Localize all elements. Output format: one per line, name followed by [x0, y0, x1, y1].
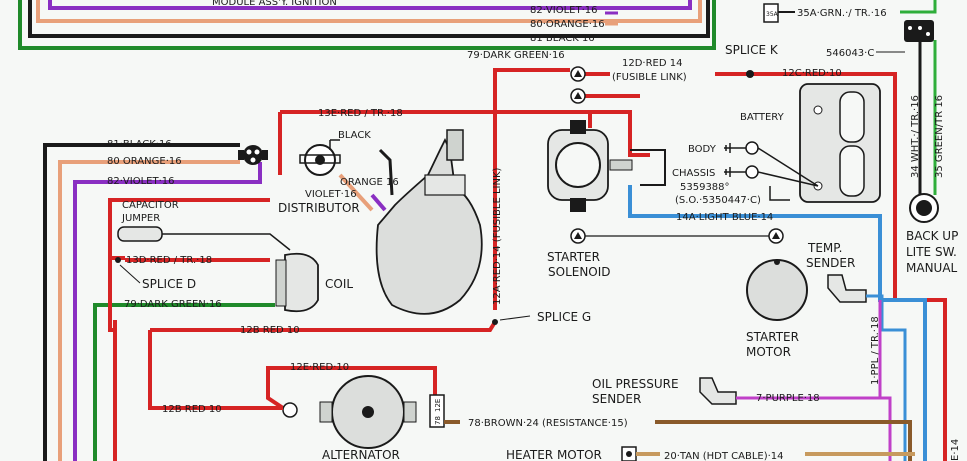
wire-81-black-left-label: 81·BLACK·16	[107, 139, 172, 150]
dark-green-wire-left	[93, 303, 275, 461]
connector-35a: 35A	[763, 0, 937, 23]
heater-motor-connector	[621, 446, 915, 461]
back-up-label: BACK UP	[906, 229, 958, 243]
red-wire-12a-vertical	[493, 68, 570, 310]
wire-35a-label: 35A·GRN.·/ TR.·16	[797, 8, 887, 19]
oil-pressure-label: OIL PRESSURE	[592, 377, 679, 391]
black-wire-label: BLACK	[338, 130, 371, 141]
engine-block	[375, 129, 483, 315]
ignition-coil	[275, 252, 319, 313]
wire-34-wht-label: 34 WHT.·/ TR.·16	[910, 95, 921, 178]
wire-14a-label: 14A·LIGHT BLUE·14	[676, 212, 773, 223]
connector-35a-box-label: 35A	[766, 11, 779, 18]
chassis-ground-label: CHASSIS	[672, 168, 715, 179]
red-wire-12c	[715, 72, 947, 461]
back-up-lite-switch	[904, 20, 939, 223]
brown-wire-78	[444, 420, 912, 461]
battery-red-wires	[113, 68, 947, 461]
wire-13e-label: 13E·RED / TR.·18	[318, 108, 403, 119]
wire-79-dark-green-left-label: 79·DARK GREEN·16	[124, 299, 222, 310]
splice-d-point	[115, 257, 121, 263]
lite-sw-label: LITE SW.	[906, 245, 957, 259]
splice-g-label: SPLICE G	[537, 310, 591, 324]
plug-78-label: 78	[434, 416, 442, 425]
orange-wire-top	[36, 0, 702, 23]
battery	[799, 83, 881, 203]
orange-wire-left	[58, 160, 240, 461]
wire-81-black-top-label: 81·BLACK·16	[530, 33, 595, 44]
part-so-label: (S.O.·5350447·C)	[675, 195, 761, 206]
sender-label: SENDER	[806, 256, 855, 270]
ignition-module-connector	[238, 145, 268, 165]
light-blue-wire-14a	[628, 185, 927, 461]
temp-label: TEMP.	[807, 241, 842, 255]
terminal-12b	[175, 402, 298, 418]
fusible-link-top-label: (FUSIBLE LINK)	[612, 72, 687, 83]
wire-78-brown-label: 78·BROWN·24 (RESISTANCE·15)	[468, 418, 628, 429]
wire-12d-label: 12D·RED 14	[622, 58, 682, 69]
distributor-label: DISTRIBUTOR	[278, 201, 360, 215]
violet-wire-top	[48, 0, 692, 10]
splice-d-label: SPLICE D	[142, 277, 196, 291]
part-546043c-label: 546043·C	[826, 48, 874, 59]
wire-35-green-label: 35 GREEN/TR 16	[934, 95, 945, 178]
part-5359388-label: 5359388°	[680, 182, 730, 193]
wire-80-orange-top-label: 80·ORANGE·16	[530, 19, 605, 30]
starter-motor	[746, 259, 808, 321]
heater-motor-label: HEATER MOTOR	[506, 448, 602, 461]
wire-20-tan-label: 20·TAN (HDT CABLE)·14	[664, 451, 784, 461]
black-wire-left	[43, 143, 240, 461]
plug-12e-label: 12E	[434, 399, 442, 412]
wire-12a-label: 12A·RED·14 (FUSIBLE LINK)	[492, 167, 503, 305]
wire-12c-label: 12C·RED·10	[782, 68, 842, 79]
black-wire-top	[28, 0, 710, 38]
solenoid-terminals	[570, 228, 784, 244]
temp-sender	[827, 274, 907, 461]
starter-solenoid	[547, 120, 666, 212]
alternator-label: ALTERNATOR	[322, 448, 400, 461]
wire-7-purple-label: 7·PURPLE·18	[756, 393, 820, 404]
wire-82-violet-left-label: 82·VIOLET·16	[107, 176, 174, 187]
top-harness-wires	[18, 0, 716, 50]
capacitor-jumper	[117, 226, 291, 251]
splice-k-fuse-terminals	[570, 66, 754, 104]
wire-82-violet-top-label: 82·VIOLET·16	[530, 5, 597, 16]
battery-label: BATTERY	[740, 112, 785, 123]
violet16-label: VIOLET·16	[305, 189, 357, 200]
violet-wire-left	[73, 162, 262, 461]
solenoid-label: SOLENOID	[548, 265, 611, 279]
oil-pressure-sender	[699, 300, 892, 461]
distributor	[299, 139, 394, 212]
starter-motor-label-2: MOTOR	[746, 345, 791, 359]
red-wire-13e	[280, 110, 650, 157]
wire-12b-1-label: 12B RED 10	[240, 325, 300, 336]
splice-k-label: SPLICE K	[725, 43, 779, 57]
starter-motor-label-1: STARTER	[746, 330, 799, 344]
manual-label: MANUAL	[906, 261, 958, 275]
alternator-plug: 78 12E	[429, 394, 445, 428]
right-cut-label: E·14	[950, 439, 961, 461]
dark-green-wire-top	[18, 0, 716, 50]
oil-sender-label: SENDER	[592, 392, 641, 406]
starter-label: STARTER	[547, 250, 600, 264]
back-up-lite-wires	[918, 40, 937, 195]
wire-12b-2-label: 12B RED 10	[162, 404, 222, 415]
module-assy-label: MODULE ASS'Y. IGNITION	[212, 0, 337, 8]
wire-80-orange-left-label: 80 ORANGE·16	[107, 156, 182, 167]
capacitor-label: CAPACITOR	[122, 200, 179, 211]
splice-g-point	[492, 319, 498, 325]
wire-1-ppl-label: 1·PPL / TR.·18	[870, 316, 881, 385]
red-wire-12e	[266, 366, 437, 410]
wire-79-dark-green-top-label: 79·DARK GREEN·16	[467, 50, 565, 61]
wire-13d-label: 13D·RED / TR.·18	[126, 255, 212, 266]
wire-12e-label: 12E·RED·10	[290, 362, 349, 373]
alternator	[319, 375, 417, 449]
body-ground-label: BODY	[688, 144, 717, 155]
jumper-label: JUMPER	[121, 213, 160, 224]
coil-label: COIL	[325, 277, 353, 291]
ground-straps	[724, 141, 819, 187]
orange16-label: ORANGE 16	[340, 177, 399, 188]
